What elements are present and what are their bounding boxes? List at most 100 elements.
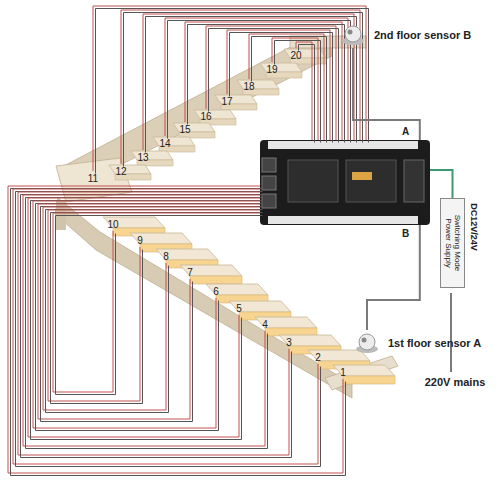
led-wire (121, 10, 360, 164)
supply-label: Switching Mode Power Supply (443, 204, 461, 282)
sensor-node: 1st floor sensor A (354, 330, 481, 356)
led-wire (46, 210, 263, 413)
controller-details (262, 141, 424, 224)
led-wire (36, 204, 263, 431)
callout-number: 4 (262, 319, 268, 330)
sensor-label: 2nd floor sensor B (374, 29, 471, 41)
step-tread (131, 151, 173, 160)
mains-wire (450, 293, 452, 372)
callout-number: 19 (266, 64, 277, 75)
driver-module (288, 160, 338, 202)
callout-number: 17 (221, 96, 232, 107)
callout-number: 15 (179, 124, 190, 135)
led-wire (143, 14, 354, 150)
led-wire (18, 192, 289, 455)
callout-number: 16 (200, 111, 211, 122)
callout-number: 11 (88, 173, 98, 184)
led-wire (275, 41, 321, 143)
power-terminal (262, 176, 276, 190)
callout-number: 6 (213, 286, 219, 297)
callout-number: 10 (107, 219, 118, 230)
terminal-label: B (402, 228, 409, 239)
step-tread (284, 49, 326, 58)
power-wire (430, 170, 453, 198)
led-wire (56, 216, 263, 395)
terminal-strip (268, 141, 418, 149)
wire-group (8, 6, 369, 476)
led-wire (26, 198, 268, 449)
sensor-lens (362, 338, 367, 343)
led-wire (53, 213, 260, 392)
led-wire (13, 189, 318, 464)
led-wire (146, 17, 357, 153)
led-wire (31, 201, 263, 440)
led-wire (38, 204, 260, 419)
led-wire (33, 201, 260, 428)
callout-number: 20 (290, 50, 301, 61)
terminal-strip (268, 216, 418, 224)
step-riser-light (190, 276, 242, 284)
led-wire (16, 192, 321, 467)
led-wire (21, 195, 292, 458)
sensor-icon (356, 334, 378, 353)
callout-number: 18 (243, 81, 254, 92)
callout-number: 2 (315, 352, 321, 363)
callout-number: 7 (187, 267, 193, 278)
step-riser-light (343, 376, 395, 384)
led-wire (209, 29, 339, 143)
sensor-dome (359, 334, 375, 350)
callout-number: 3 (286, 337, 292, 348)
led-wire (188, 25, 345, 143)
led-wire (43, 207, 260, 410)
sensor-label: 1st floor sensor A (388, 337, 481, 349)
led-wire (28, 198, 260, 437)
lower-stringer (55, 198, 352, 398)
callout-number: 5 (236, 303, 242, 314)
led-wire (252, 37, 327, 143)
callout-number: 12 (115, 166, 126, 177)
callout-number: 8 (163, 251, 169, 262)
step-tread (194, 110, 236, 119)
callout-number: 9 (137, 235, 143, 246)
sensor-dome (345, 26, 361, 42)
power-supply-box: Switching Mode Power SupplyDC12V/24V (440, 198, 465, 288)
controller-box: AB (260, 140, 430, 225)
driver-module (346, 160, 396, 202)
sensor-node: 2nd floor sensor B (340, 22, 471, 48)
callout-number: 1 (340, 367, 346, 378)
led-wire (124, 13, 363, 167)
led-wire (272, 38, 318, 140)
terminal-label: A (402, 126, 409, 137)
led-wire (206, 26, 336, 140)
callout-number: 14 (159, 138, 170, 149)
led-wire (48, 210, 260, 401)
callout-number: 13 (137, 152, 148, 163)
voltage-label: DC12V/24V (469, 203, 479, 251)
led-wire (51, 213, 263, 404)
mains-label: 220V mains (425, 376, 486, 388)
sensor-icon (342, 26, 364, 45)
led-wire (93, 6, 366, 171)
step-tread (215, 95, 257, 104)
sensor-cable (353, 48, 420, 140)
power-terminal (262, 194, 276, 208)
led-wire (168, 21, 351, 143)
step-tread (237, 80, 279, 89)
led-wire (11, 189, 346, 476)
led-wire (230, 33, 333, 143)
led-wire (249, 34, 324, 140)
status-led (352, 172, 372, 180)
step-tread (153, 137, 195, 146)
power-terminal (262, 158, 276, 172)
step-tread (109, 165, 151, 174)
sensor-terminal (404, 160, 424, 202)
sensor-lens (348, 30, 353, 35)
controller-body (260, 140, 430, 225)
led-wire (23, 195, 265, 446)
led-wire (8, 186, 343, 473)
step-tread (173, 123, 215, 132)
